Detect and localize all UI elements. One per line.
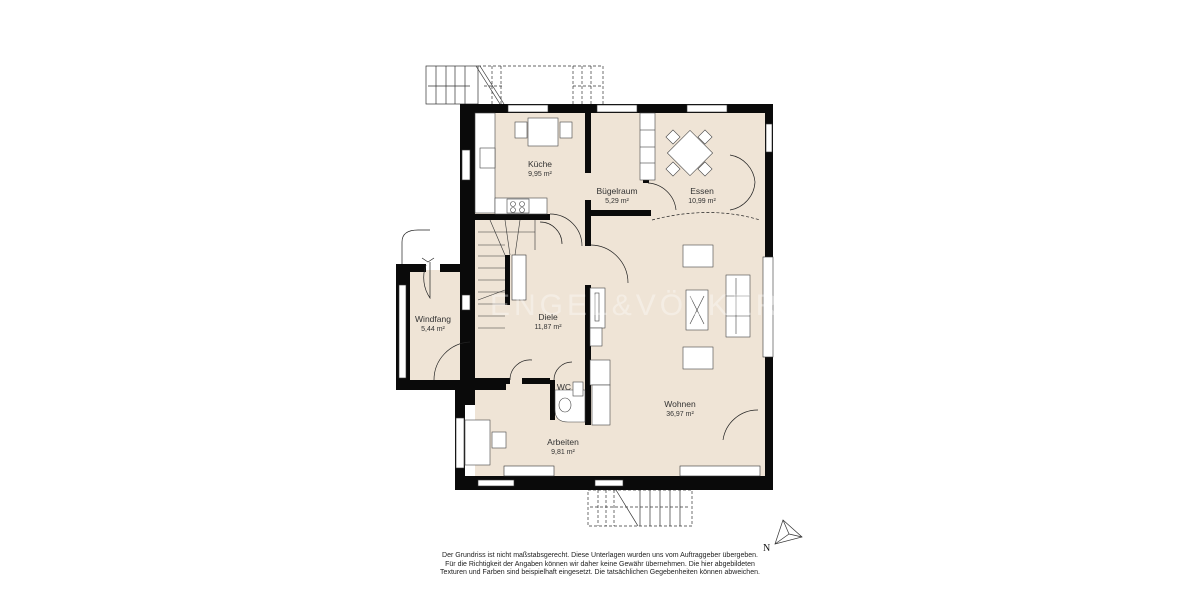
kitchen-furniture <box>474 112 573 215</box>
disclaimer: Der Grundriss ist nicht maßstabsgerecht.… <box>400 552 800 578</box>
room-wc-name: WC <box>557 382 571 392</box>
compass-icon <box>774 519 803 545</box>
room-kueche-name: Küche <box>528 159 552 169</box>
room-kueche-area: 9,95 m² <box>528 171 552 178</box>
room-buegelraum-area: 5,29 m² <box>605 198 629 205</box>
watermark: ENGEL&VÖLKERS <box>490 289 805 322</box>
room-arbeiten-area: 9,81 m² <box>551 449 575 456</box>
disclaimer-line: Der Grundriss ist nicht maßstabsgerecht.… <box>442 552 758 559</box>
interior-stairs <box>477 219 536 329</box>
room-essen-name: Essen <box>690 186 714 196</box>
disclaimer-line: Für die Richtigkeit der Angaben können w… <box>445 560 755 568</box>
room-essen-area: 10,99 m² <box>688 198 716 205</box>
room-arbeiten-name: Arbeiten <box>547 437 579 447</box>
exterior-stairs-top <box>425 65 604 105</box>
compass-north-label: N <box>763 543 771 554</box>
exterior-stairs-bottom <box>587 489 693 527</box>
room-buegelraum-name: Bügelraum <box>596 186 637 196</box>
windows <box>398 104 774 487</box>
dining-table <box>665 129 714 177</box>
disclaimer-line: Texturen und Farben sind beispielhaft ei… <box>440 569 760 577</box>
door-swings <box>401 154 761 441</box>
room-windfang-name: Windfang <box>415 314 451 324</box>
room-labels: Küche 9,95 m² Bügelraum 5,29 m² Essen 10… <box>415 159 716 456</box>
buegelraum-shelf <box>639 112 656 181</box>
room-windfang-area: 5,44 m² <box>421 326 445 333</box>
wc-fixtures <box>554 381 586 423</box>
room-diele-area: 11,87 m² <box>534 324 562 331</box>
desk <box>464 419 507 466</box>
room-wohnen-area: 36,97 m² <box>666 411 694 418</box>
room-diele-name: Diele <box>538 312 558 322</box>
living-furniture <box>589 244 751 426</box>
room-wohnen-name: Wohnen <box>664 399 696 409</box>
